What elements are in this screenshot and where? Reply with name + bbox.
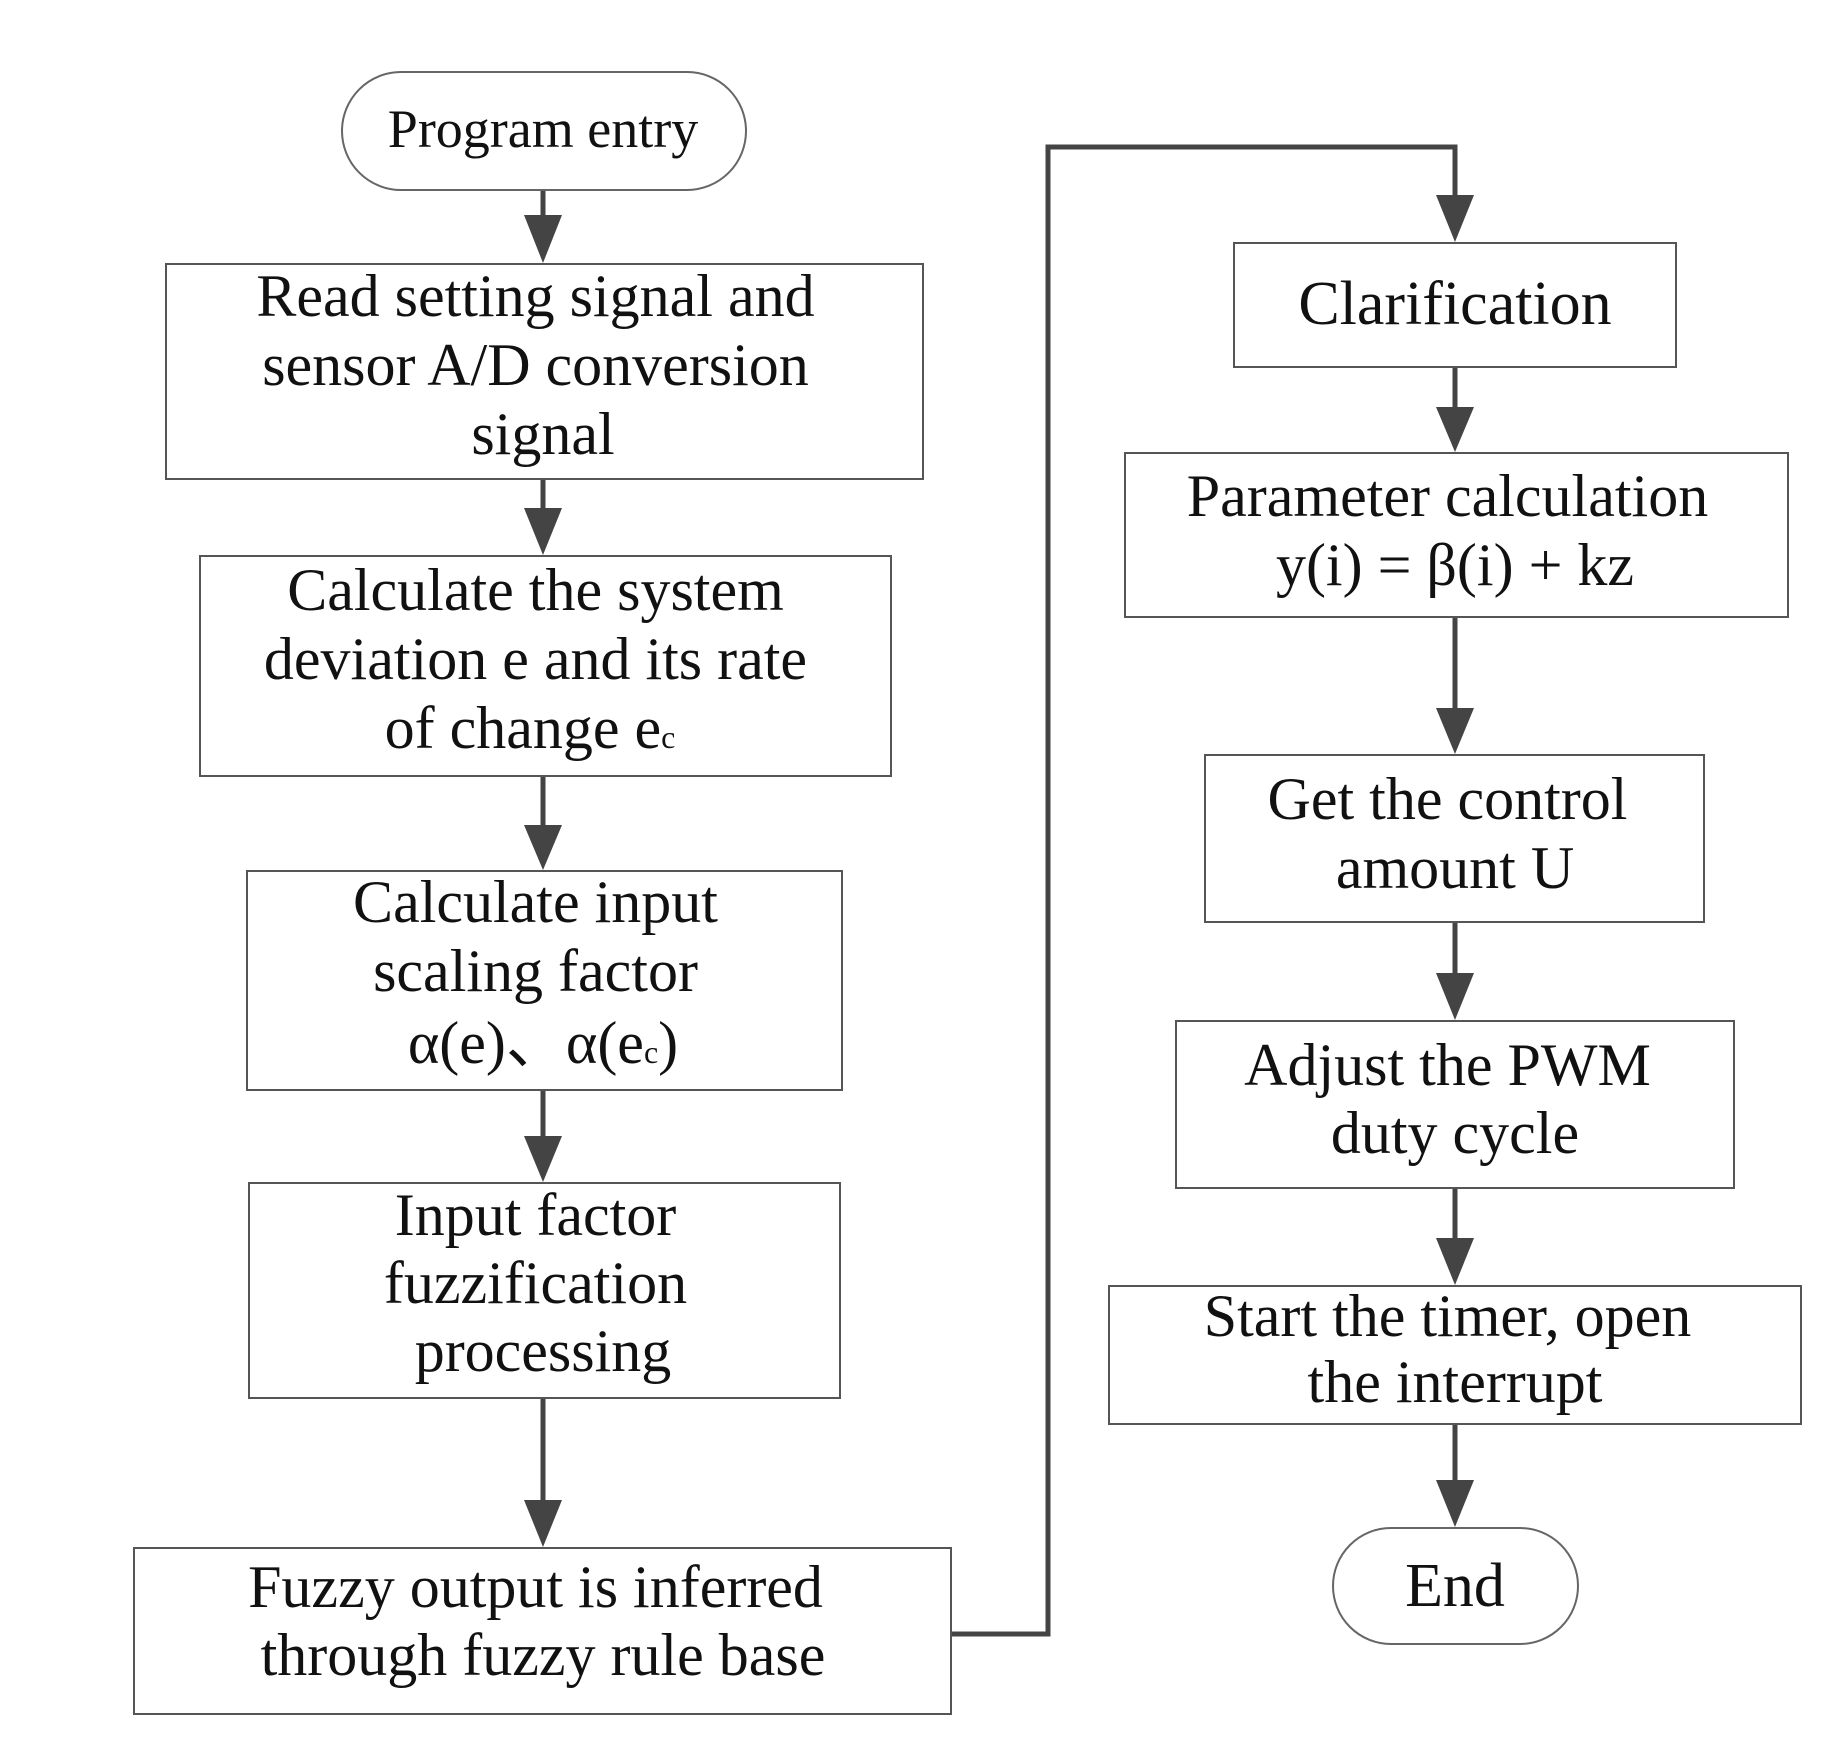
read-signal-line-2: sensor A/D conversion: [262, 332, 809, 398]
end-line-1: End: [1405, 1552, 1505, 1620]
start-label: Program entry: [388, 99, 698, 159]
calc-deviation-line-3: of change e: [385, 695, 662, 761]
pwm-line-2: duty cycle: [1331, 1100, 1579, 1166]
fuzzification-box: [248, 1182, 841, 1399]
read-signal-label: Read setting signal and sensor A/D conve…: [256, 263, 829, 467]
clarification-box: [1233, 242, 1677, 368]
node-shapes: [133, 71, 1802, 1715]
arrowhead-clarification: [1436, 195, 1474, 242]
pwm-line-1: Adjust the PWM: [1244, 1032, 1651, 1098]
calc-scaling-line-1: Calculate input: [353, 869, 718, 935]
calc-deviation-box: [199, 555, 892, 777]
arrowhead-timer: [1436, 1238, 1474, 1285]
arrowhead-read-signal: [524, 215, 562, 263]
clarification-label: Clarification: [1298, 270, 1611, 338]
start-terminal: [341, 71, 747, 191]
timer-label: Start the timer, open the interrupt: [1204, 1283, 1706, 1415]
fuzzy-output-line-2: through fuzzy rule base: [261, 1622, 826, 1688]
calc-deviation-line-1: Calculate the system: [287, 557, 784, 623]
control-amount-line-2: amount U: [1336, 835, 1574, 901]
param-calc-box: [1124, 452, 1789, 618]
arrowhead-param-calc: [1436, 407, 1474, 452]
arrowhead-fuzzification: [524, 1136, 562, 1182]
timer-line-1: Start the timer, open: [1204, 1283, 1691, 1349]
fuzzy-output-line-1: Fuzzy output is inferred: [248, 1554, 823, 1620]
end-label: End: [1405, 1552, 1505, 1620]
fuzzification-line-2: fuzzification: [384, 1250, 687, 1316]
read-signal-box: [165, 263, 924, 480]
arrowhead-calc-scaling: [524, 825, 562, 870]
clarification-line-1: Clarification: [1298, 270, 1611, 338]
timer-line-2: the interrupt: [1308, 1349, 1603, 1415]
pwm-box: [1175, 1020, 1735, 1189]
pwm-label: Adjust the PWM duty cycle: [1244, 1032, 1666, 1166]
param-calc-formula: y(i) = β(i) + kz: [1276, 532, 1634, 598]
arrowhead-calc-deviation: [524, 508, 562, 555]
control-amount-label: Get the control amount U: [1268, 766, 1643, 901]
calc-scaling-box: [246, 870, 843, 1091]
calc-deviation-line-2: deviation e and its rate: [264, 626, 807, 692]
calc-scaling-formula-part-2: ): [658, 1010, 678, 1076]
fuzzification-label: Input factor fuzzification processing: [384, 1182, 702, 1384]
fuzzification-line-1: Input factor: [395, 1182, 677, 1248]
start-line-1: Program entry: [388, 99, 698, 159]
arrowhead-pwm: [1436, 973, 1474, 1020]
timer-box: [1108, 1285, 1802, 1425]
calc-scaling-formula-subscript: c: [644, 1034, 658, 1070]
arrowhead-control-amount: [1436, 708, 1474, 754]
control-amount-line-1: Get the control: [1268, 766, 1628, 832]
edge-fuzzy-output-clarification: [951, 144, 1458, 1637]
fuzzification-line-3: processing: [415, 1318, 672, 1384]
fuzzy-output-box: [133, 1547, 952, 1715]
control-amount-box: [1204, 754, 1705, 923]
calc-scaling-label: Calculate input scaling factor α(e)、α(ec…: [353, 869, 733, 1076]
arrowheads: [524, 195, 1474, 1547]
calc-deviation-subscript: c: [661, 719, 675, 755]
read-signal-line-1: Read setting signal and: [256, 263, 814, 329]
calc-deviation-label: Calculate the system deviation e and its…: [264, 557, 822, 761]
param-calc-label: Parameter calculation y(i) = β(i) + kz: [1187, 463, 1723, 598]
read-signal-line-3: signal: [471, 401, 614, 467]
fuzzy-output-label: Fuzzy output is inferred through fuzzy r…: [248, 1554, 838, 1688]
end-terminal: [1332, 1527, 1579, 1645]
calc-scaling-formula-part-1: α(e)、α(e: [408, 1010, 644, 1076]
node-labels: Program entry Read setting signal and se…: [248, 99, 1723, 1688]
arrowhead-end: [1436, 1480, 1474, 1527]
arrowhead-fuzzy-output: [524, 1500, 562, 1547]
calc-scaling-line-2: scaling factor: [373, 938, 698, 1004]
param-calc-line-1: Parameter calculation: [1187, 463, 1708, 529]
